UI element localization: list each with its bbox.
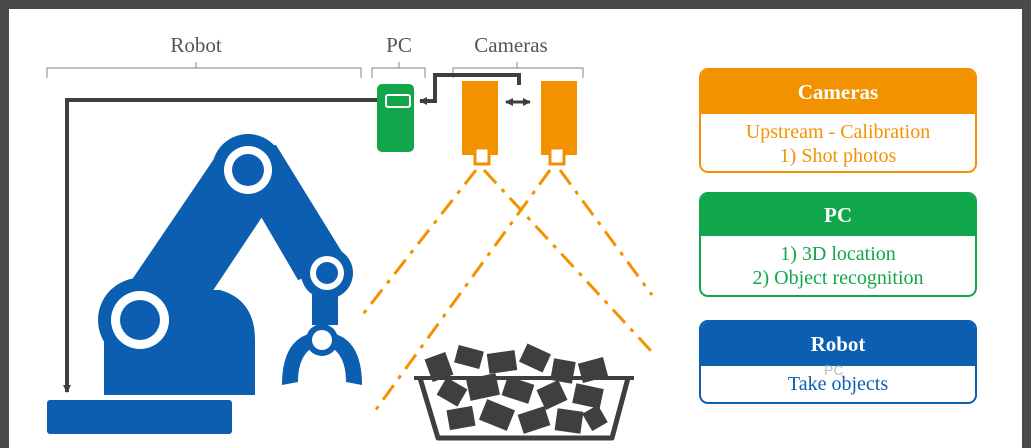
object xyxy=(517,406,551,434)
right-camera-view-right xyxy=(558,169,654,296)
object xyxy=(536,379,568,411)
object xyxy=(486,350,518,374)
object xyxy=(454,344,484,370)
object xyxy=(436,377,468,407)
pc-to-robot-connector xyxy=(63,98,377,393)
object xyxy=(518,343,552,373)
bin-objects xyxy=(424,343,609,434)
robot-panel: Robot Take objects xyxy=(699,320,977,404)
pc-panel-title: PC xyxy=(701,194,975,236)
cameras-panel-line: 1) Shot photos xyxy=(779,145,897,167)
camera-right xyxy=(541,81,577,155)
gripper-hub-highlight xyxy=(312,330,332,350)
cameras-panel-title: Cameras xyxy=(701,70,975,114)
cameras-group-label: Cameras xyxy=(474,33,547,57)
object xyxy=(550,358,576,384)
wrist-ring-inner xyxy=(316,262,338,284)
cameras-to-pc-connector xyxy=(419,73,521,105)
object xyxy=(424,351,454,383)
robot-base xyxy=(47,400,232,434)
right-camera-view-left xyxy=(370,169,552,416)
bin xyxy=(417,377,631,441)
object xyxy=(572,383,604,409)
left-camera-view-left xyxy=(358,169,478,319)
ghost-label: PC xyxy=(824,362,844,378)
pc-bracket xyxy=(371,67,426,78)
cameras-panel-body: Upstream - Calibration 1) Shot photos xyxy=(701,114,975,168)
pc-screen-icon xyxy=(385,94,411,108)
robot-joint-highlights xyxy=(111,146,344,350)
object xyxy=(466,373,500,401)
pc-panel-line: 1) 3D location xyxy=(780,243,896,265)
camera-view-lines xyxy=(358,168,654,416)
robot-panel-body: Take objects xyxy=(701,366,975,396)
pc-panel: PC 1) 3D location 2) Object recognition xyxy=(699,192,977,297)
cameras-panel: Cameras Upstream - Calibration 1) Shot p… xyxy=(699,68,977,173)
object xyxy=(582,404,608,432)
robot-gripper-left-finger xyxy=(282,333,318,385)
pc-panel-body: 1) 3D location 2) Object recognition xyxy=(701,236,975,290)
robot-panel-line: Take objects xyxy=(787,373,889,395)
camera-left-lens xyxy=(473,146,491,166)
camera-right-lens xyxy=(548,146,566,166)
left-camera-view-right xyxy=(482,168,654,354)
robot-gripper-right-finger xyxy=(326,333,362,385)
pc-panel-line: 2) Object recognition xyxy=(752,267,924,289)
elbow-ring-inner xyxy=(232,154,264,186)
cameras-panel-line: Upstream - Calibration xyxy=(745,121,931,143)
object xyxy=(501,376,535,404)
robot-group-label: Robot xyxy=(170,33,222,57)
robot-panel-title: Robot xyxy=(701,322,975,366)
object xyxy=(577,356,609,384)
object xyxy=(554,408,584,434)
object xyxy=(446,405,476,431)
pc-group-label: PC xyxy=(386,33,412,57)
robot-bracket xyxy=(46,67,362,78)
camera-left xyxy=(462,81,498,155)
robot-wrist-link xyxy=(312,290,338,325)
shoulder-ring-inner xyxy=(120,300,160,340)
object xyxy=(478,399,516,431)
